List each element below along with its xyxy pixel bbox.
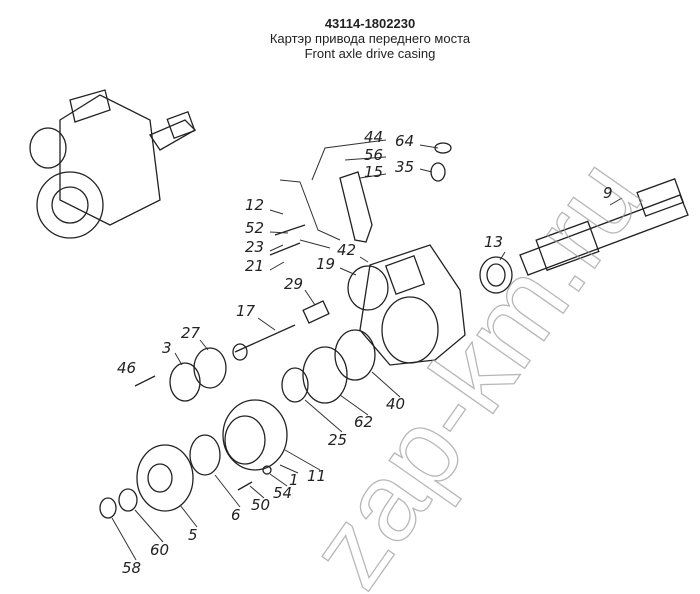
rods-23-21 (269, 224, 306, 256)
casing-drawing (347, 244, 466, 366)
plate-3 (169, 362, 201, 402)
callout-6: 6 (231, 506, 241, 524)
washer-25 (281, 367, 309, 403)
seal-6 (189, 434, 221, 476)
callout-40: 40 (386, 395, 405, 413)
title-russian: Картэр привода переднего моста (269, 31, 471, 46)
callout-44: 44 (364, 128, 383, 146)
nut-54 (262, 465, 272, 475)
callout-50: 50 (251, 496, 270, 514)
washer-27 (193, 347, 227, 389)
callout-15: 15 (364, 163, 383, 181)
callout-64: 64 (395, 132, 414, 150)
callout-60: 60 (150, 541, 169, 559)
callout-35: 35 (395, 158, 414, 176)
callout-3: 3 (162, 339, 172, 357)
callout-52: 52 (245, 219, 264, 237)
callout-27: 27 (181, 324, 201, 342)
bolt-17 (234, 324, 296, 353)
callout-1: 1 (289, 471, 299, 489)
callout-13: 13 (484, 233, 503, 251)
cover-11 (222, 399, 288, 471)
bearing-13 (479, 256, 513, 294)
callout-42: 42 (337, 241, 356, 259)
shaft-drawing (519, 178, 689, 276)
callout-46: 46 (117, 359, 136, 377)
fork-15 (339, 171, 373, 243)
nut-58 (99, 497, 117, 519)
callout-9: 9 (603, 184, 613, 202)
part-number: 43114-1802230 (324, 16, 416, 31)
leader-lines (111, 139, 623, 561)
watermark: zap-km.ru (285, 138, 666, 594)
callout-labels: 44 56 15 64 35 12 52 23 21 42 19 29 17 2… (117, 128, 613, 577)
bushing-35 (430, 162, 446, 182)
bearing-40 (334, 329, 376, 381)
assembled-casing-drawing (29, 89, 197, 239)
callout-56: 56 (364, 146, 383, 164)
ring-62 (302, 346, 348, 404)
callout-5: 5 (188, 526, 198, 544)
bolt-46 (134, 375, 156, 387)
callout-17: 17 (236, 302, 256, 320)
spring-29 (302, 300, 330, 324)
callout-19: 19 (316, 255, 335, 273)
callout-29: 29 (284, 275, 303, 293)
callout-11: 11 (307, 467, 326, 485)
callout-25: 25 (328, 431, 347, 449)
callout-58: 58 (122, 559, 141, 577)
washer-60 (118, 488, 138, 512)
title-english: Front axle drive casing (304, 46, 436, 61)
bolt-50 (237, 481, 253, 491)
flange-5 (136, 444, 194, 512)
callout-54: 54 (273, 484, 292, 502)
callout-62: 62 (354, 413, 373, 431)
callout-21: 21 (245, 257, 264, 275)
callout-23: 23 (245, 238, 264, 256)
callout-12: 12 (245, 196, 264, 214)
